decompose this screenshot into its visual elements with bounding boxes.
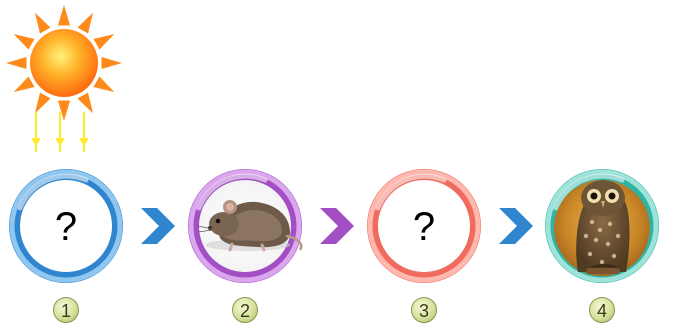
stage-1-question-mark: ? [55,205,77,249]
chevron-arrow-2-icon [320,208,354,244]
owl-icon [554,180,650,276]
stage-2-number-badge: 2 [232,297,258,323]
stage-3-question-mark: ? [413,205,435,249]
stage-4-number-badge: 4 [589,297,615,323]
stage-3-ring [367,169,481,283]
stage-1-number-badge: 1 [53,297,79,323]
mouse-icon [197,200,303,252]
sun-icon [6,5,122,121]
chevron-arrow-1-icon [141,208,175,244]
sunlight-arrows-icon [31,112,89,152]
stage-3-number-badge: 3 [411,297,437,323]
chevron-arrow-3-icon [499,208,533,244]
stage-1-ring [9,169,123,283]
